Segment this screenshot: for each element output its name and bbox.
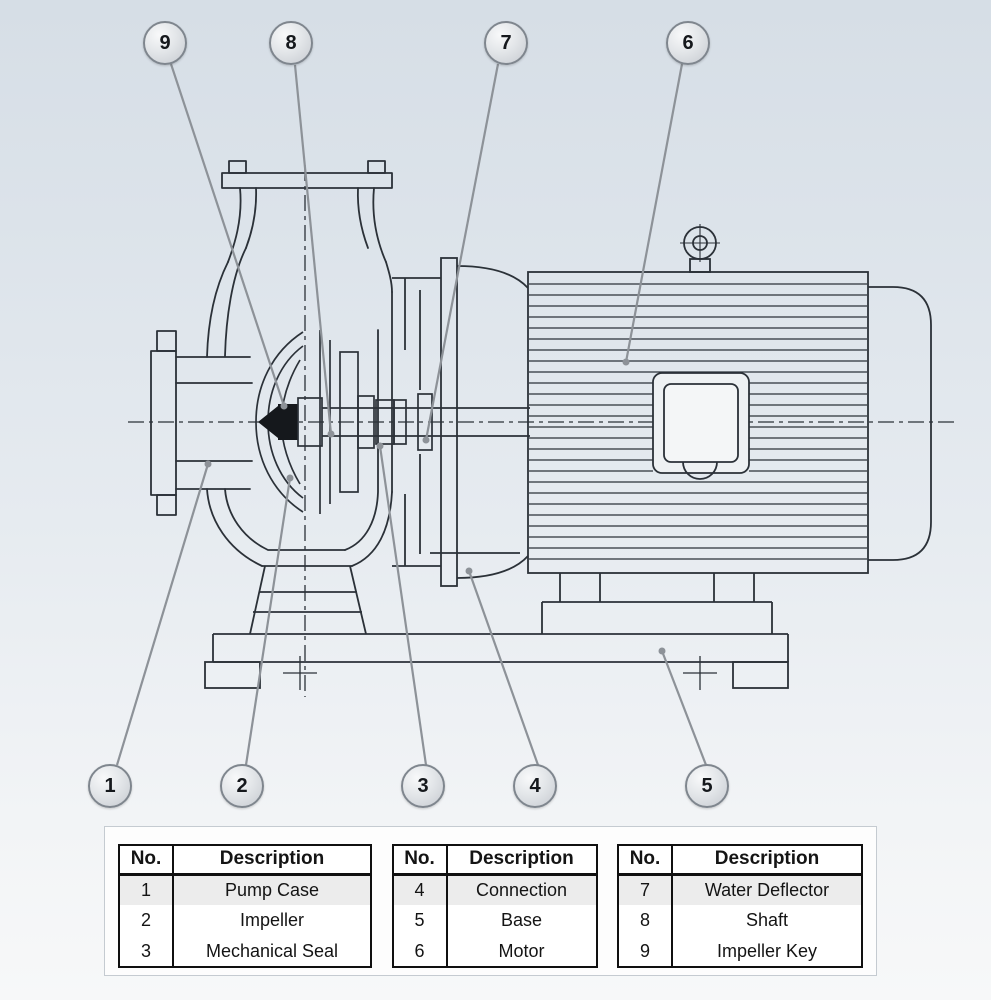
leader-6 [622,63,684,366]
part-description: Pump Case [224,879,320,900]
leader-4 [465,567,540,766]
callout-1: 1 [88,764,132,808]
motor [527,224,932,574]
parts-table-2: No. Description 4 Connection 5 Base 6 Mo… [391,844,598,968]
callout-label: 1 [104,774,116,797]
parts-table-panel: No. Description 1 Pump Case 2 Impeller 3… [104,826,877,976]
table-row: 6 Motor [392,936,597,967]
part-no: 6 [392,936,448,967]
callout-label: 3 [417,774,429,797]
leader-3 [376,442,428,766]
pump-pedestal [249,565,367,635]
part-no: 9 [618,936,673,967]
callout-label: 6 [682,31,694,54]
part-no: 4 [392,874,448,905]
leader-7 [422,63,500,444]
callout-label: 7 [500,31,512,54]
eyebolt [680,224,720,273]
connection-bracket [392,257,529,587]
part-no: 2 [119,905,174,936]
callout-9: 9 [143,21,187,65]
callout-8: 8 [269,21,313,65]
base [204,633,789,690]
column-header-description: Description [446,845,597,876]
callout-label: 5 [701,774,713,797]
callout-2: 2 [220,764,264,808]
parts-table-3: No. Description 7 Water Deflector 8 Shaf… [617,844,863,968]
part-no: 7 [618,874,673,905]
column-header-no: No. [392,845,448,876]
callout-3: 3 [401,764,445,808]
parts-table-1: No. Description 1 Pump Case 2 Impeller 3… [118,844,372,968]
table-row: 3 Mechanical Seal [119,936,371,967]
leader-8 [293,64,335,438]
table-row: 2 Impeller [119,905,371,936]
impeller-nut [258,406,278,438]
leader-9 [169,63,288,410]
impeller-key [278,404,298,440]
table-row: 5 Base [392,905,597,936]
part-no: 5 [392,905,448,936]
table-row: 7 Water Deflector [618,874,862,905]
callout-7: 7 [484,21,528,65]
callout-label: 9 [159,31,171,54]
table-header-row: No. Description [392,845,597,876]
column-header-no: No. [618,845,673,876]
leader-5 [658,647,708,766]
part-description: Connection [475,879,568,900]
part-description: Mechanical Seal [205,940,339,961]
callout-5: 5 [685,764,729,808]
part-description: Base [500,910,543,930]
centerlines [128,165,958,697]
motor-feet [541,573,773,634]
part-no: 8 [618,905,673,936]
table-header-row: No. Description [618,845,862,876]
callout-label: 2 [236,774,248,797]
column-header-description: Description [173,845,371,876]
callout-4: 4 [513,764,557,808]
leader-lines [115,63,708,766]
water-deflector [417,393,433,451]
mechanical-seal [357,395,375,449]
leader-1 [115,460,212,766]
table-row: 8 Shaft [618,905,862,936]
column-header-description: Description [672,845,862,876]
part-description: Motor [498,940,545,961]
part-description: Impeller [239,910,305,930]
leader-2 [244,474,294,766]
anchor-bolt-marks [283,656,717,690]
table-row: 4 Connection [392,874,597,905]
column-header-no: No. [119,845,174,876]
pump-casing [150,160,393,567]
motor-fins [529,283,867,560]
table-row: 1 Pump Case [119,874,371,905]
part-description: Impeller Key [716,940,818,961]
part-description: Water Deflector [704,879,830,900]
table-row: 9 Impeller Key [618,936,862,967]
callout-label: 4 [529,774,541,797]
part-no: 1 [119,874,174,905]
part-description: Shaft [745,910,789,930]
part-no: 3 [119,936,174,967]
callout-6: 6 [666,21,710,65]
table-header-row: No. Description [119,845,371,876]
callout-label: 8 [285,31,297,54]
